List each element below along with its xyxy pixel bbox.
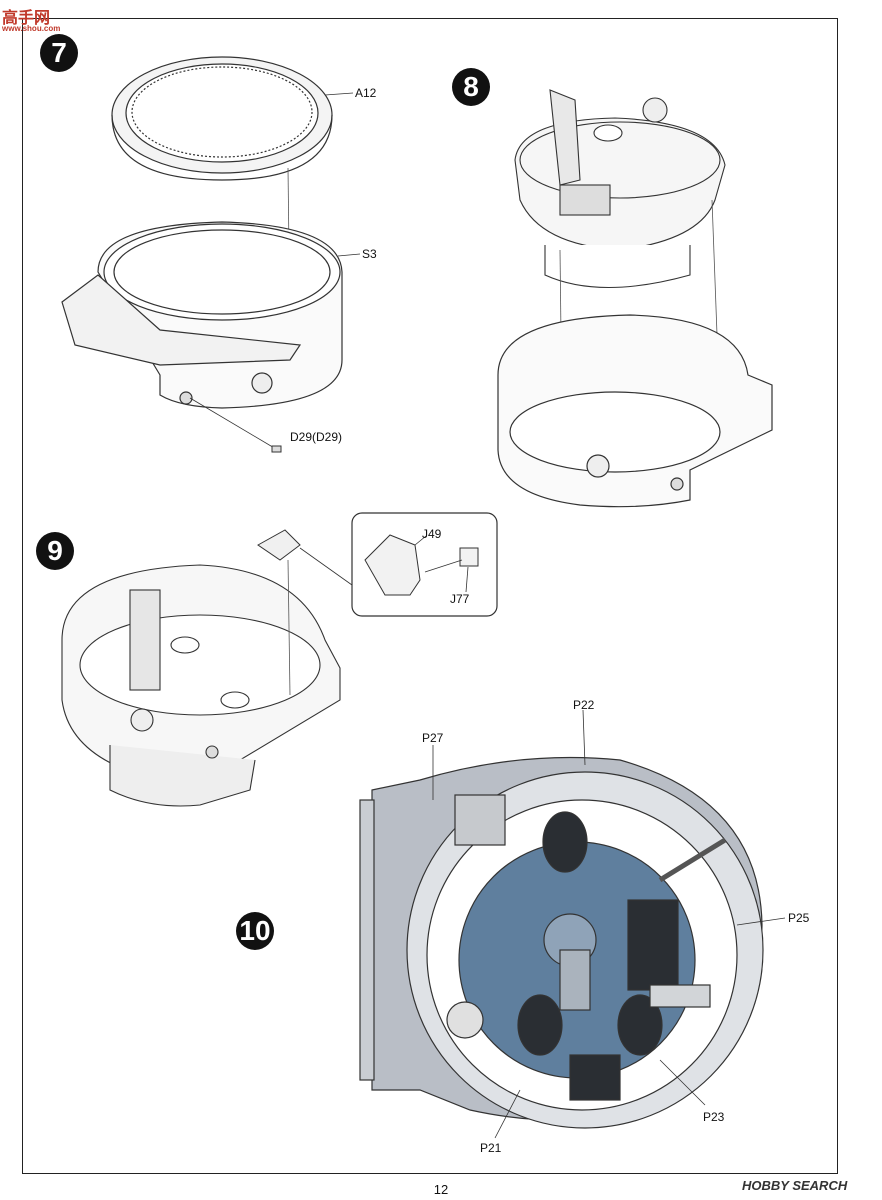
label-p22: P22 <box>573 698 595 712</box>
step8-upper-assembly <box>514 89 726 288</box>
label-p21: P21 <box>480 1141 502 1155</box>
step10-top-view <box>359 756 764 1129</box>
label-p25: P25 <box>788 911 810 925</box>
step-number-8: 8 <box>452 68 490 106</box>
page-number: 12 <box>433 1182 449 1197</box>
watermark-logo-text: 高手网 <box>2 10 51 27</box>
label-p27: P27 <box>422 731 444 745</box>
step8-basket-shell <box>497 314 773 508</box>
step-number-10: 10 <box>236 912 274 950</box>
label-j77: J77 <box>450 592 470 606</box>
label-d29: D29(D29) <box>290 430 343 444</box>
label-p23: P23 <box>703 1110 725 1124</box>
step-number-9: 9 <box>36 532 74 570</box>
part-a12-ring <box>111 56 333 181</box>
watermark-url: www.shou.com <box>2 24 61 33</box>
step9-assembly <box>61 564 341 807</box>
step-number-7: 7 <box>40 34 78 72</box>
label-j49: J49 <box>422 527 442 541</box>
step9-small-part <box>257 529 301 561</box>
label-s3: S3 <box>362 247 377 261</box>
watermark-hobby-search: HOBBY SEARCH <box>742 1178 848 1193</box>
label-a12: A12 <box>355 86 377 100</box>
page-frame <box>22 18 838 1174</box>
part-s3-basket <box>61 221 343 409</box>
